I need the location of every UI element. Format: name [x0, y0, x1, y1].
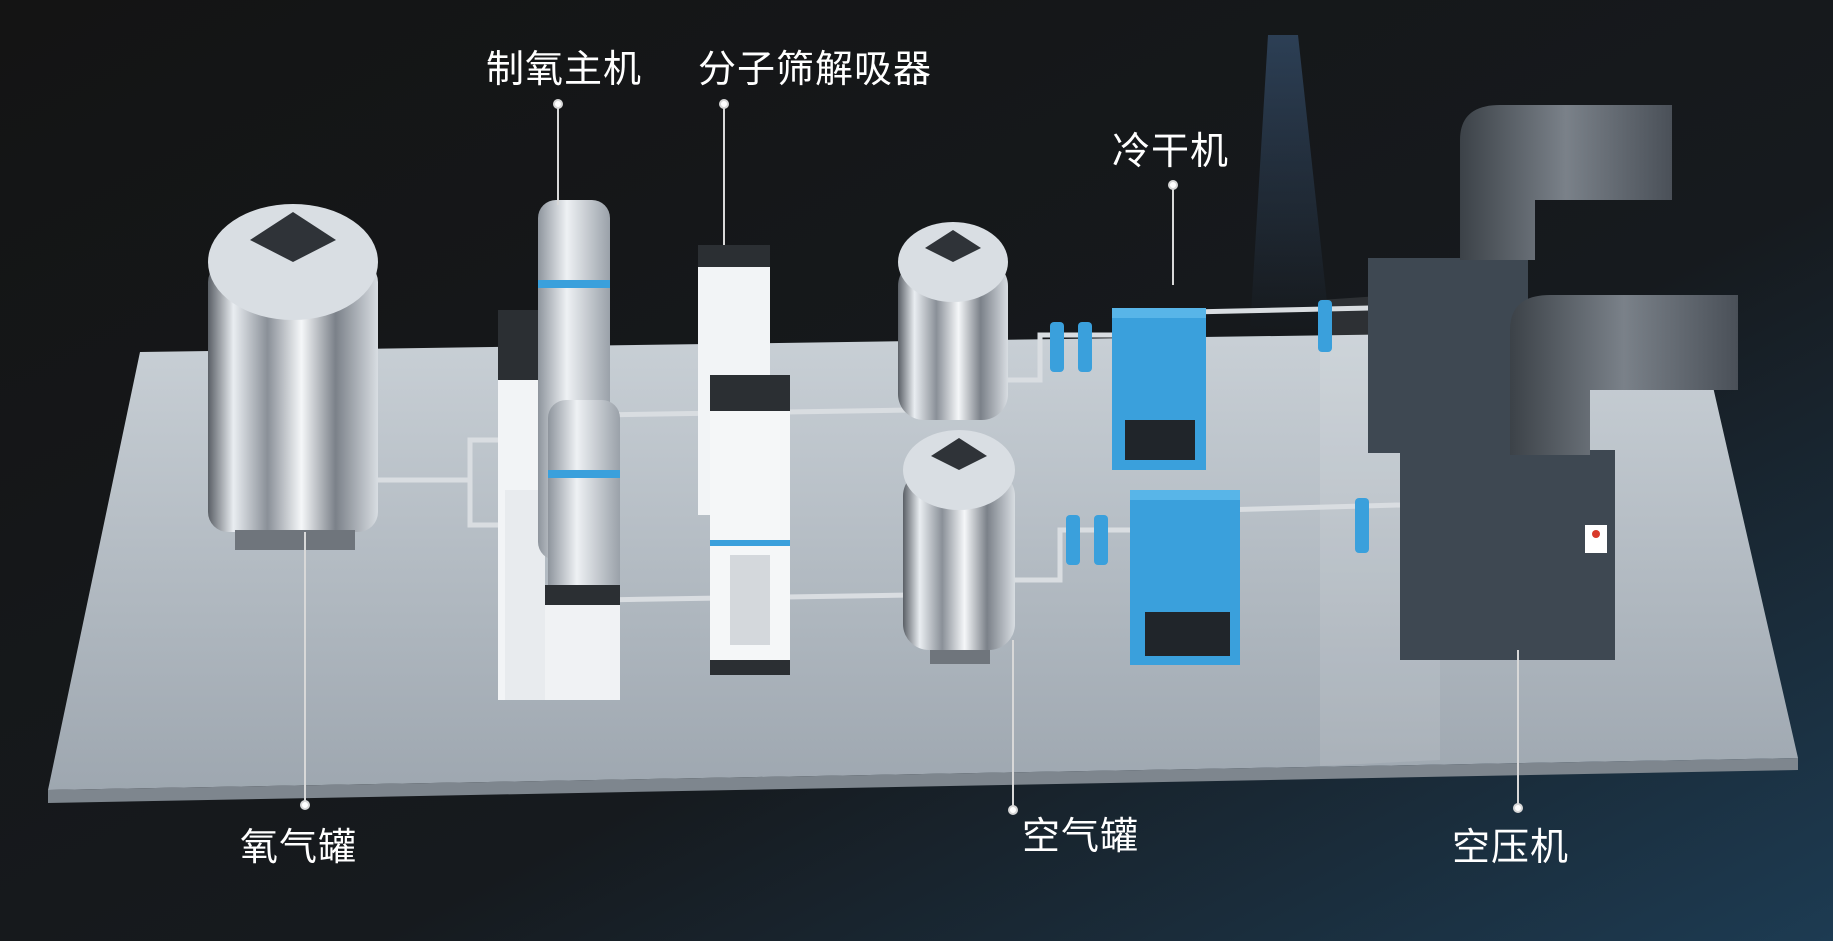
oxygen-generator-illustration: [498, 200, 620, 700]
label-molecular-sieve-dryer: 分子筛解吸器: [698, 47, 933, 91]
air-compressor-illustration: [1368, 105, 1738, 660]
callout-lines: [300, 99, 1523, 815]
refrigerated-dryer-illustration: [1112, 308, 1240, 665]
oxygen-tank-illustration: [208, 204, 378, 550]
filter-illustration: [1050, 300, 1369, 565]
label-air-compressor: 空压机: [1452, 825, 1570, 869]
light-beam: [1250, 35, 1330, 330]
label-refrigerated-dryer: 冷干机: [1112, 129, 1230, 173]
label-oxygen-generator: 制氧主机: [486, 47, 643, 91]
platform-edge: [48, 758, 1798, 803]
molecular-sieve-illustration: [698, 245, 790, 675]
label-air-tank: 空气罐: [1022, 814, 1140, 858]
air-tank-illustration: [898, 222, 1015, 664]
label-oxygen-tank: 氧气罐: [240, 825, 358, 869]
